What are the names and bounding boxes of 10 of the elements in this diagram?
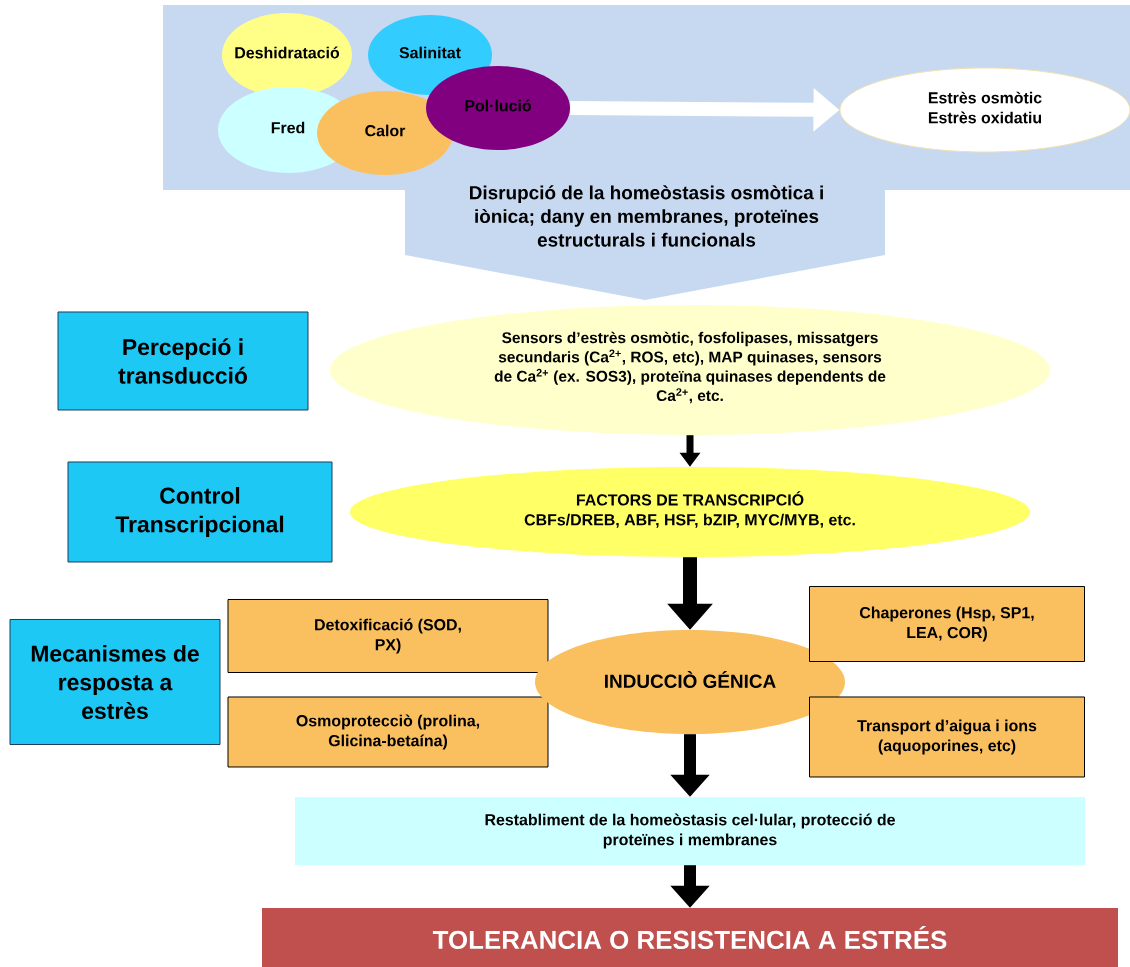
mechanism-box: Chaperones (Hsp, SP1, LEA, COR) [809, 586, 1085, 662]
mechanism-box: Osmoprotecciò (prolina, Glicina-betaína) [227, 696, 549, 768]
stage-box: Mecanismes de resposta a estrès [9, 619, 221, 745]
stage-box: Percepció i transducció [57, 311, 309, 411]
node-label: INDUCCIÒ GÉNICA [605, 671, 776, 688]
stage-box: Control Transcripcional [67, 461, 333, 563]
mechanism-box: Transport d’aigua i ions (aquoporines, etc) [809, 696, 1085, 778]
result-box: Restabliment de la homeòstasis cel·lular, protecció de proteïnes i membranes [295, 797, 1085, 865]
outcome-bar: TOLERANCIA O RESISTENCIA A ESTRÉS [262, 908, 1118, 967]
mechanism-box: Detoxificació (SOD, PX) [227, 599, 549, 673]
